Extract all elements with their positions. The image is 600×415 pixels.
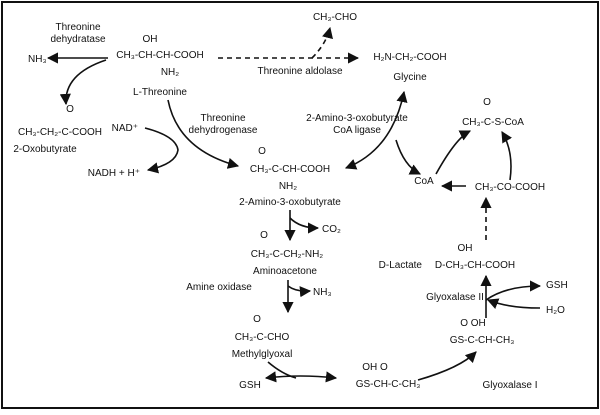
arrow-co2-release [289,217,320,234]
enzyme-aldolase: Threonine aldolase [257,66,342,77]
lactoylglutathione-o: O OH [460,318,486,329]
arrow-gsh-hemithioacetal [264,371,338,383]
oxobutyrate-formula: CH₃-CH₂-C-COOH [18,127,102,138]
nad-plus: NAD⁺ [112,123,138,134]
lactate-oh: OH [458,243,473,254]
aminoacetone-formula: CH₃-C-CH₂-NH₂ [251,249,323,260]
arrow-ligase-glycine [344,90,408,170]
enzyme-dehydratase-line2: dehydratase [50,34,105,45]
oxobutyrate-name: 2-Oxobutyrate [13,144,77,155]
ammonia-mid: NH₃ [313,287,332,298]
arrow-to-oxobutyrate [59,59,107,106]
enzyme-glyoxalase-1: Glyoxalase I [482,380,537,391]
water: H₂O [546,305,565,316]
acetylcoa-formula: CH₃-C-S-CoA [462,117,524,128]
gsh-left: GSH [239,380,261,391]
arrow-aldolase-to-acetaldehyde [311,26,333,59]
arrow-glyoxalase-1 [417,351,477,381]
arrow-ligase-to-coa [395,139,422,175]
enzyme-glyoxalase-2: Glyoxalase II [426,292,484,303]
arrow-nh3-release [287,285,312,298]
diagram-frame [1,1,599,409]
arrow-dehydrogenase [167,99,240,169]
arrow-pyruvate-to-acetylcoa [501,131,512,181]
lactate-formula: D-CH₃-CH-COOH [435,260,515,271]
aminooxobutyrate-o: O [258,146,266,157]
methylglyoxal-name: Methylglyoxal [232,349,293,360]
arrow-gsh-release [485,280,542,301]
methylglyoxal-o: O [253,314,261,325]
enzyme-ligase-line1: 2-Amino-3-oxobutyrate [306,113,408,124]
aminooxobutyrate-name: 2-Amino-3-oxobutyrate [239,197,341,208]
lactoylglutathione-formula: GS-C-CH-CH₃ [450,335,515,346]
glycine-name: Glycine [393,72,427,83]
arrow-methylglyoxal-join [267,361,297,379]
methylglyoxal-formula: CH₃-C-CHO [235,332,290,343]
ammonia-top: NH₃ [28,54,47,65]
acetaldehyde-formula: CH₃-CHO [313,12,357,23]
arrow-nad-to-nadh [144,127,179,174]
arrow-water-input [486,298,541,309]
oxobutyrate-o: O [66,104,74,115]
enzyme-dehydrogenase-line1: Threonine [200,113,245,124]
lactate-name: D-Lactate [379,260,423,271]
coa: CoA [414,176,434,187]
threonine-name: L-Threonine [133,87,187,98]
hemithioacetal-formula: GS-CH-C-CH₃ [356,379,421,390]
threonine-oh: OH [143,34,158,45]
nadh: NADH + H⁺ [88,168,140,179]
enzyme-dehydrogenase-line2: dehydrogenase [189,125,258,136]
aminoacetone-o: O [260,230,268,241]
threonine-formula: CH₃-CH-CH-COOH [116,50,203,61]
gsh-right: GSH [546,280,568,291]
pyruvate-formula: CH₃-CO-COOH [475,182,545,193]
co2: CO₂ [322,224,341,235]
acetylcoa-o: O [483,97,491,108]
aminooxobutyrate-nh2: NH₂ [279,181,297,192]
glycine-formula: H₂N-CH₂-COOH [373,52,446,63]
hemithioacetal-o: OH O [362,362,388,373]
arrow-coa-to-acetylcoa [435,130,472,175]
enzyme-ligase-line2: CoA ligase [333,125,381,136]
enzyme-amine-oxidase: Amine oxidase [186,282,252,293]
enzyme-dehydratase-line1: Threonine [55,22,100,33]
aminoacetone-name: Aminoacetone [253,266,317,277]
aminooxobutyrate-formula: CH₃-C-CH-COOH [250,164,330,175]
threonine-nh2: NH₂ [161,67,179,78]
